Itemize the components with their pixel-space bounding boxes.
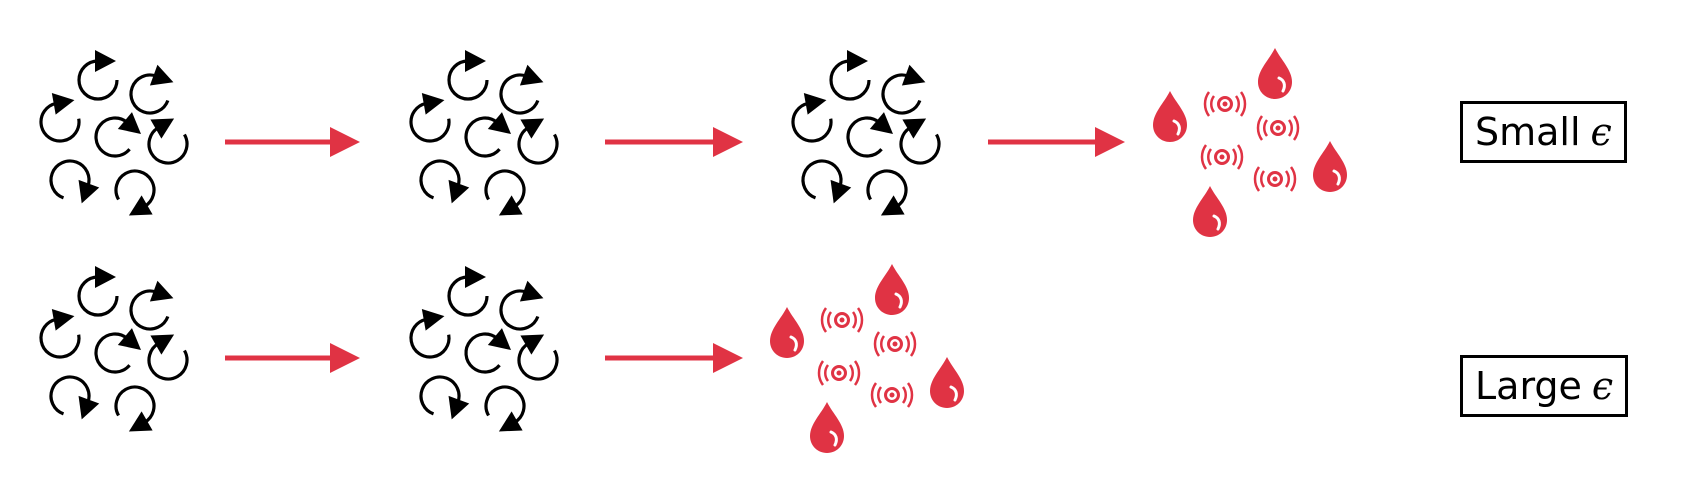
circular-arrow-icon <box>829 48 871 101</box>
water-drop-icon <box>1151 89 1189 144</box>
circular-arrow-icon <box>886 106 948 172</box>
radiating-ring-icon <box>1200 143 1244 171</box>
circular-arrow-icon <box>107 162 169 228</box>
water-drop-icon <box>873 262 911 317</box>
circular-arrow-icon <box>477 162 539 228</box>
circular-arrow-icon <box>124 57 180 120</box>
circular-arrow-icon <box>414 370 477 426</box>
circular-arrow-icon <box>34 87 84 146</box>
spinning-cluster <box>404 264 566 444</box>
circular-arrow-icon <box>404 303 454 362</box>
circular-arrow-icon <box>447 264 489 317</box>
row-small <box>34 46 1349 239</box>
circular-arrow-icon <box>494 273 550 336</box>
circular-arrow-icon <box>477 378 539 444</box>
water-drop-icon <box>1311 139 1349 194</box>
circular-arrow-icon <box>504 322 566 388</box>
radiating-ring-icon <box>820 306 864 334</box>
epsilon-symbol: ϵ <box>1590 110 1612 154</box>
circular-arrow-icon <box>77 264 119 317</box>
circular-arrow-icon <box>414 154 477 210</box>
water-drop-icon <box>928 355 966 410</box>
circular-arrow-icon <box>107 378 169 444</box>
circular-arrow-icon <box>404 87 454 146</box>
water-drop-icon <box>808 400 846 455</box>
circular-arrow-icon <box>44 154 107 210</box>
water-drop-icon <box>768 305 806 360</box>
circular-arrow-icon <box>134 322 196 388</box>
circular-arrow-icon <box>124 273 180 336</box>
circular-arrow-icon <box>876 57 932 120</box>
circular-arrow-icon <box>44 370 107 426</box>
label-large-text: Large <box>1475 364 1582 408</box>
circular-arrow-icon <box>134 106 196 172</box>
radiating-ring-icon <box>1203 90 1247 118</box>
spinning-cluster <box>34 264 196 444</box>
decayed-state <box>1151 46 1349 239</box>
radiating-ring-icon <box>817 359 861 387</box>
circular-arrow-icon <box>34 303 84 362</box>
radiating-ring-icon <box>1253 165 1297 193</box>
spinning-cluster <box>786 48 948 228</box>
radiating-ring-icon <box>1256 114 1300 142</box>
radiating-ring-icon <box>873 330 917 358</box>
row-large <box>34 262 966 455</box>
label-small-text: Small <box>1475 110 1581 154</box>
circular-arrow-icon <box>494 57 550 120</box>
circular-arrow-icon <box>504 106 566 172</box>
spinning-cluster <box>34 48 196 228</box>
circular-arrow-icon <box>796 154 859 210</box>
decayed-state <box>768 262 966 455</box>
spinning-cluster <box>404 48 566 228</box>
epsilon-symbol: ϵ <box>1591 364 1614 408</box>
circular-arrow-icon <box>447 48 489 101</box>
circular-arrow-icon <box>77 48 119 101</box>
radiating-ring-icon <box>870 381 914 409</box>
circular-arrow-icon <box>859 162 921 228</box>
circular-arrow-icon <box>786 87 836 146</box>
water-drop-icon <box>1191 184 1229 239</box>
water-drop-icon <box>1256 46 1294 101</box>
